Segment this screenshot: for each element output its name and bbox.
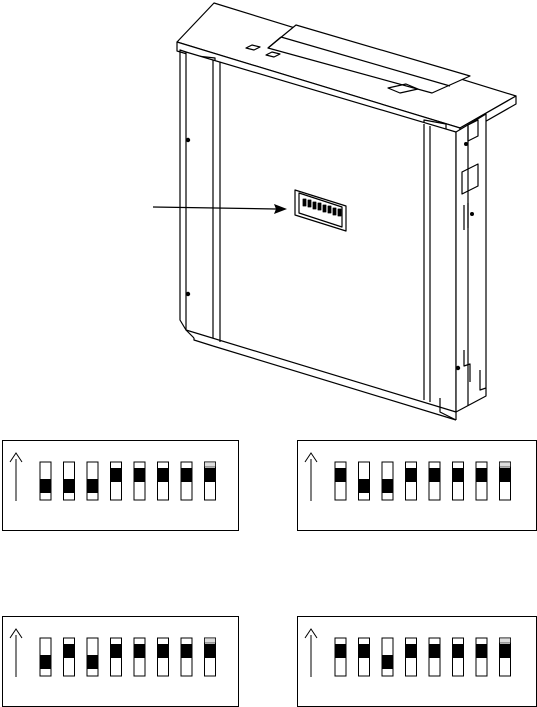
dip-switch-6 [158,462,169,500]
switch-lever-down [64,479,74,493]
switch-lever-down [383,655,393,669]
switch-lever-up [205,644,215,658]
switch-panel-top-right [298,441,537,531]
switch-lever-up [406,644,416,658]
switch-cap [500,462,511,467]
switch-lever-up [64,644,74,658]
dip-switch-4 [406,638,417,676]
dip-switch-3 [382,462,393,500]
dip-switch-1 [335,638,346,676]
switch-lever-down [383,479,393,493]
dip-switch-5 [429,638,440,676]
switch-lever-up [359,644,369,658]
switch-lever-up [453,644,463,658]
dip-switch-8 [500,638,511,676]
switch-panel-bottom-left [3,617,239,707]
dip-switch-8 [500,462,511,500]
dip-switch-5 [134,638,145,676]
switch-lever-up [500,468,510,482]
dip-switch-3 [87,638,98,676]
dip-switch-1 [40,638,51,676]
dip-switch-4 [406,462,417,500]
switch-lever-up [111,644,121,658]
switch-lever-down [88,655,98,669]
dip-switch-5 [134,462,145,500]
dip-switch-1 [335,462,346,500]
dip-switch-7 [476,638,487,676]
dip-switch-6 [453,462,464,500]
switch-lever-up [158,644,168,658]
dip-switch-1 [40,462,51,500]
switch-lever-down [41,655,51,669]
dip-switch-2 [359,462,370,500]
switch-lever-up [205,468,215,482]
switch-lever-up [500,644,510,658]
switch-lever-up [430,644,440,658]
switch-lever-up [477,644,487,658]
switch-lever-up [111,468,121,482]
switch-lever-up [182,644,192,658]
switch-lever-up [182,468,192,482]
dip-switch-8 [205,462,216,500]
dip-switch-3 [382,638,393,676]
dip-switch-6 [453,638,464,676]
switch-lever-up [430,468,440,482]
switch-panel-top-left [3,441,239,531]
dip-switch-7 [181,462,192,500]
switch-panel-bottom-right [298,617,537,707]
switch-lever-up [477,468,487,482]
switch-cap [205,462,216,467]
switch-lever-up [406,468,416,482]
switch-cap [205,638,216,643]
switch-lever-up [135,468,145,482]
dip-switch-7 [181,638,192,676]
switch-lever-up [336,468,346,482]
switch-lever-up [453,468,463,482]
dip-switch-6 [158,638,169,676]
switch-lever-down [41,479,51,493]
switch-lever-up [135,644,145,658]
dip-switch-4 [111,462,122,500]
dip-switch-8 [205,638,216,676]
switch-lever-up [158,468,168,482]
switch-lever-down [88,479,98,493]
switch-setting-panels [3,441,537,707]
dip-switch-7 [476,462,487,500]
dip-switch-3 [87,462,98,500]
dip-switch-5 [429,462,440,500]
device-illustration [177,3,516,420]
switch-lever-down [359,479,369,493]
switch-cap [500,638,511,643]
dip-switch-4 [111,638,122,676]
dip-switch-2 [64,462,75,500]
dip-switch-2 [64,638,75,676]
switch-lever-up [336,644,346,658]
dip-switch-2 [359,638,370,676]
